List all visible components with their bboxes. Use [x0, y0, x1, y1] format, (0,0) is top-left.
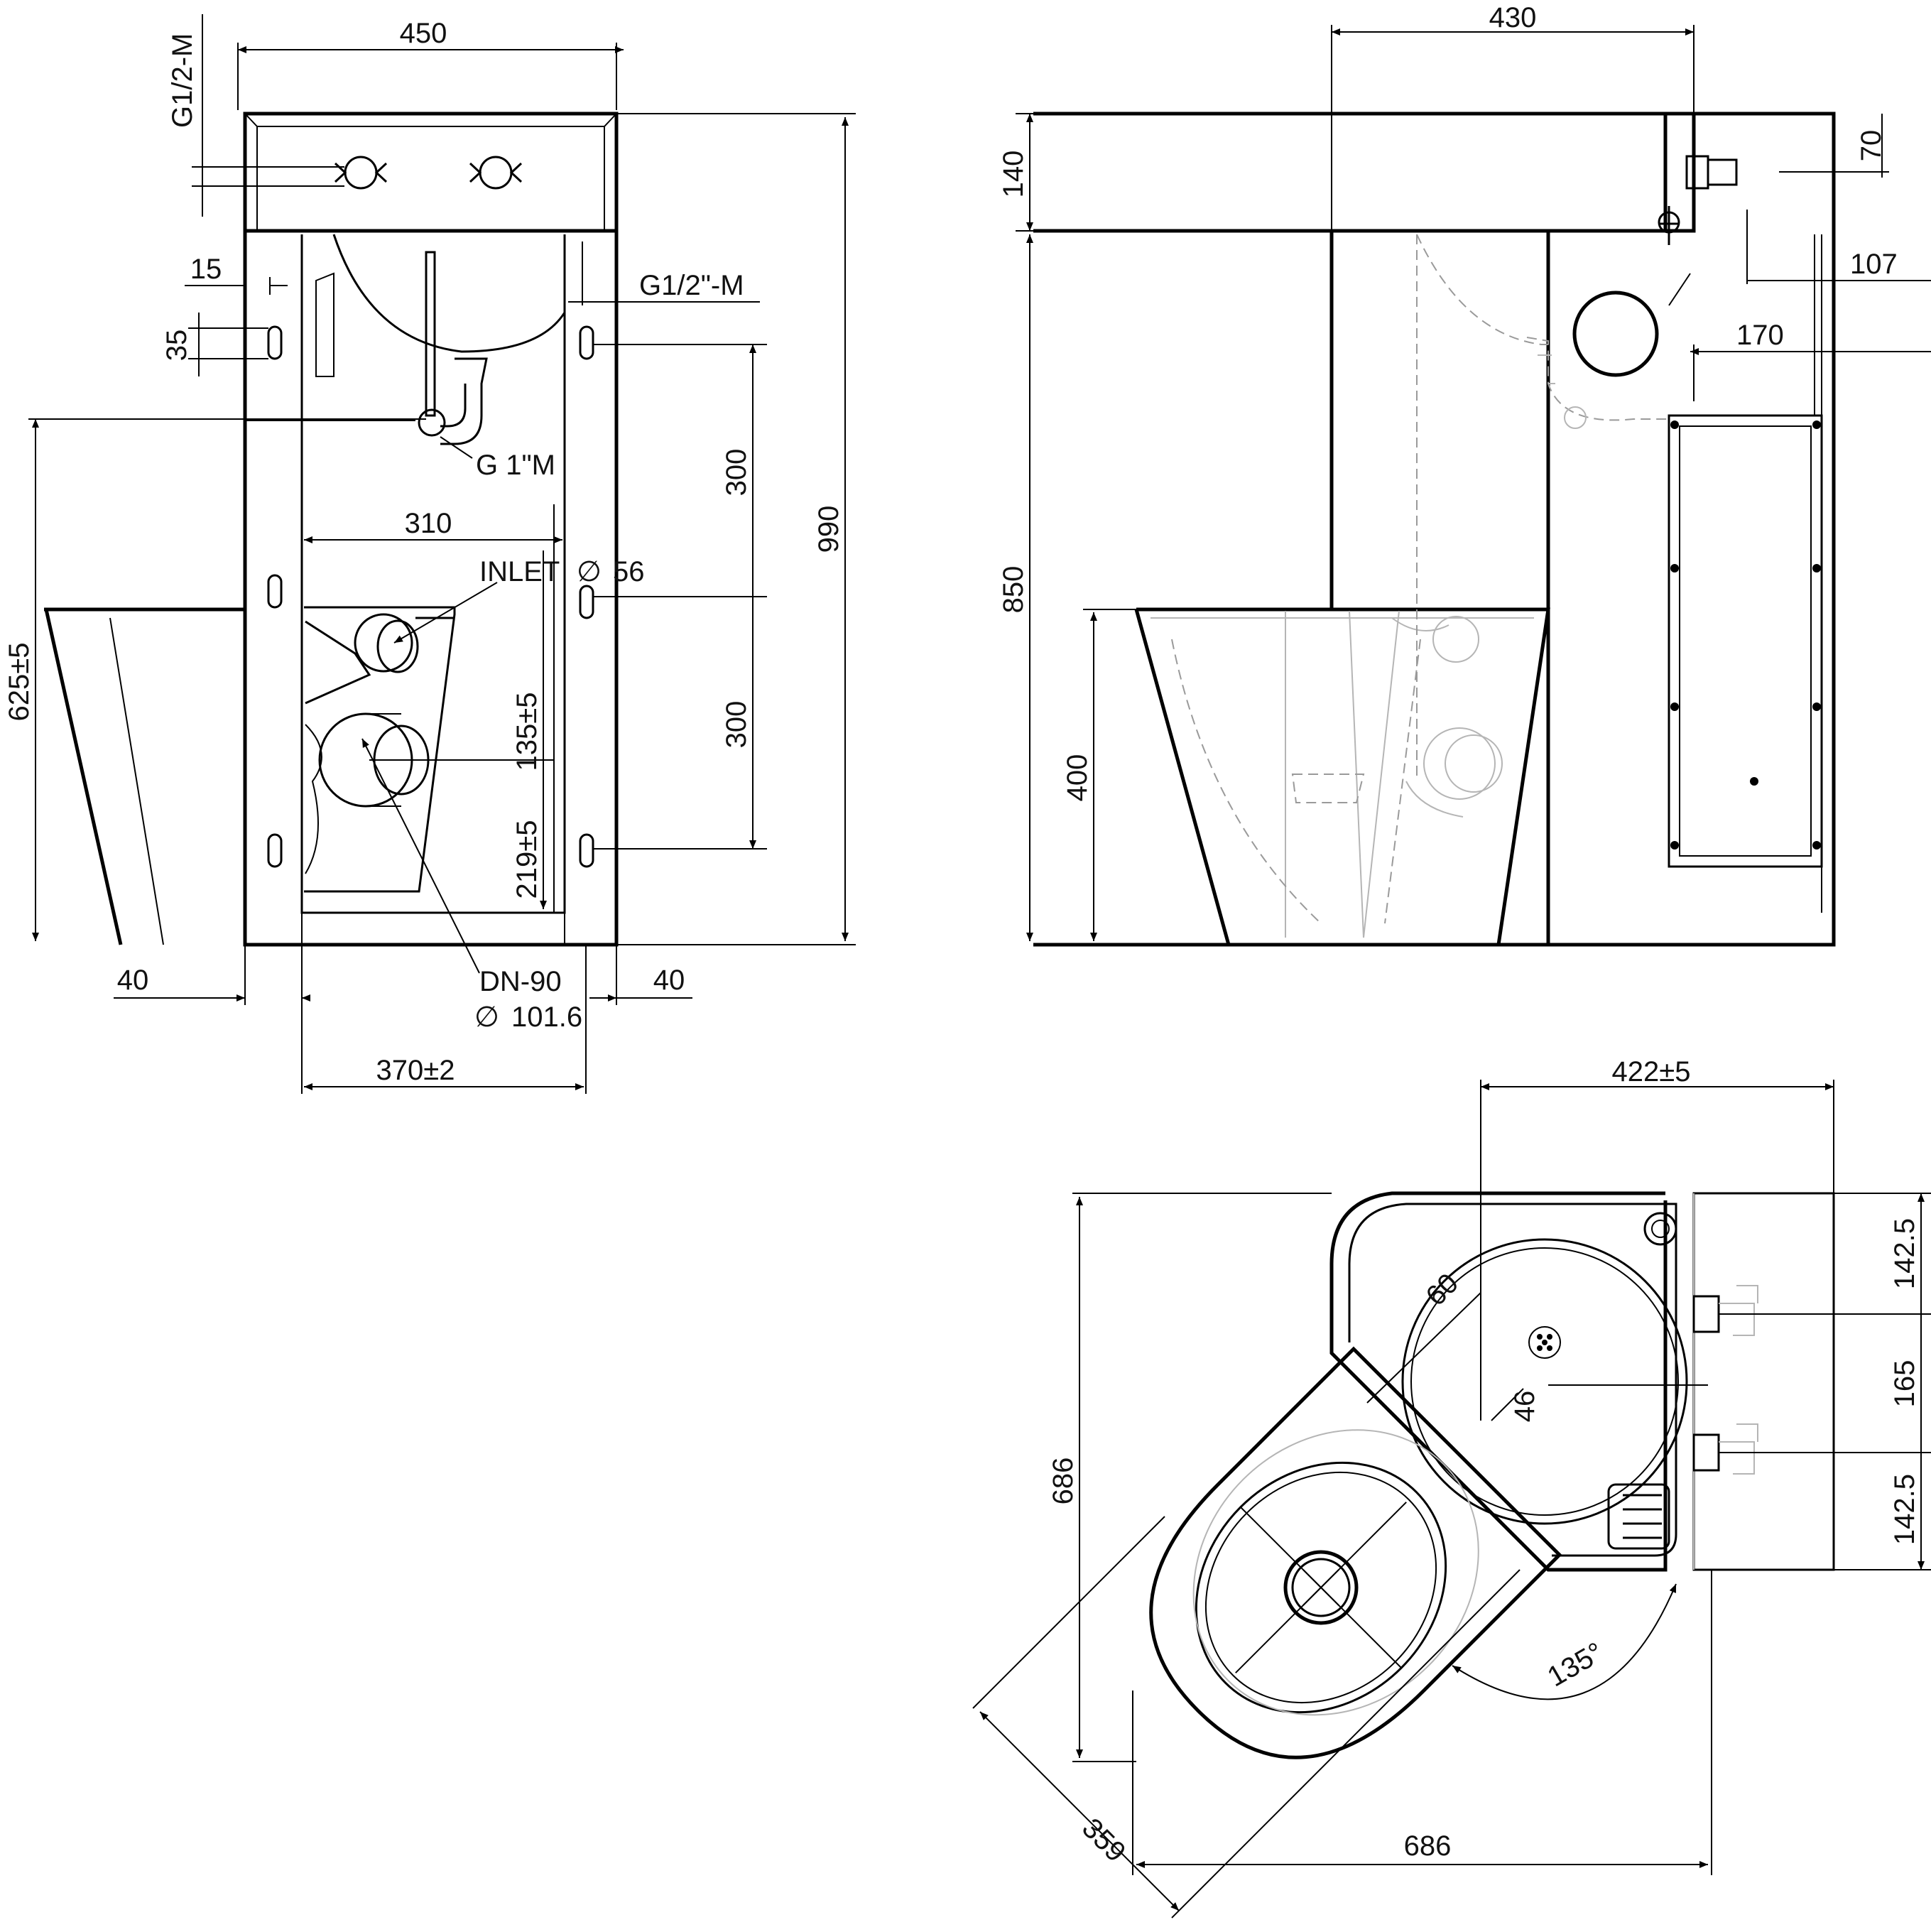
plan-valve-upper-icon [1692, 1285, 1758, 1336]
diameter-symbol-2: ∅ [474, 1002, 499, 1033]
soap-grille-icon [1607, 1483, 1670, 1550]
dim-46: 46 [1509, 1391, 1540, 1423]
dim-686-left: 686 [1048, 1458, 1079, 1505]
dim-300-upper: 300 [721, 449, 752, 496]
push-button-icon [1643, 1212, 1677, 1246]
dim-70: 70 [1856, 130, 1887, 162]
dim-140: 140 [998, 151, 1029, 198]
label-inlet: INLET [479, 556, 560, 587]
dim-56: 56 [613, 556, 645, 587]
dim-101-6: 101.6 [511, 1002, 582, 1033]
dim-15: 15 [190, 254, 222, 285]
dim-107: 107 [1850, 249, 1898, 280]
dim-422: 422±5 [1612, 1056, 1691, 1087]
dim-450: 450 [400, 18, 447, 49]
dim-135: 135±5 [511, 693, 543, 771]
mounting-slots [267, 325, 594, 868]
side-view: 430 140 70 107 170 850 400 [998, 2, 1931, 947]
dim-359: 359 [1076, 1813, 1131, 1868]
dim-400: 400 [1062, 754, 1093, 802]
dim-g12m-side: G1/2"-M [639, 270, 744, 301]
dim-310: 310 [405, 508, 452, 539]
dim-142-5-top: 142.5 [1889, 1218, 1920, 1289]
dim-142-5-bottom: 142.5 [1889, 1474, 1920, 1545]
dim-170: 170 [1736, 320, 1784, 351]
dim-219: 219±5 [511, 820, 543, 899]
dim-g12m: G1/2-M [167, 33, 198, 128]
dim-850: 850 [998, 566, 1029, 614]
plan-valve-lower-icon [1692, 1423, 1758, 1475]
dim-60: 60 [1420, 1268, 1465, 1313]
plan-view: 422±5 142.5 165 142.5 60 46 686 686 359 … [972, 1056, 1931, 1919]
panel-screws [1670, 420, 1821, 850]
valve-left-icon [334, 156, 388, 190]
side-valve-icon [1658, 155, 1738, 245]
dim-300-lower: 300 [721, 701, 752, 749]
dim-430: 430 [1489, 2, 1537, 33]
dim-g1m: G 1"M [476, 450, 555, 481]
dim-40-right: 40 [653, 965, 685, 996]
dim-dn90: DN-90 [479, 966, 562, 997]
dim-35: 35 [161, 330, 192, 362]
dim-135-deg: 135° [1543, 1637, 1609, 1693]
dim-990: 990 [813, 506, 844, 553]
dim-686-bottom: 686 [1404, 1830, 1452, 1862]
dim-370: 370±2 [376, 1055, 455, 1086]
drain-icon [1528, 1326, 1561, 1359]
dim-625: 625±5 [4, 643, 35, 722]
dim-165: 165 [1889, 1360, 1920, 1408]
valve-right-icon [469, 156, 523, 190]
diameter-symbol: ∅ [577, 556, 602, 587]
dim-40-left: 40 [117, 965, 149, 996]
front-view: 450 G1/2-M 15 35 G1/2"-M 990 300 300 310… [4, 14, 856, 1094]
